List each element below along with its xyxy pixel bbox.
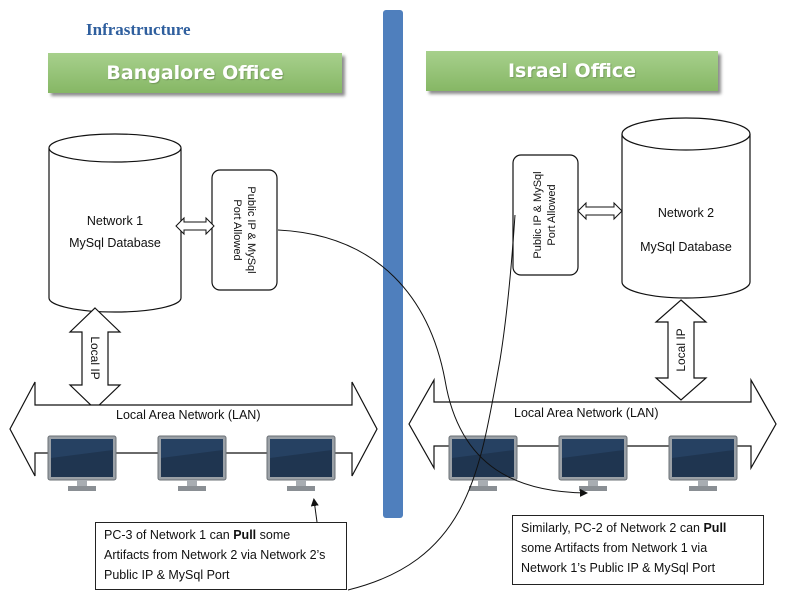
pull-curve-callout-to-network2-port	[347, 214, 516, 591]
network1-db-port-arrow	[175, 216, 215, 236]
network2-database-cylinder	[621, 117, 751, 299]
right-lan-label: Local Area Network (LAN)	[514, 406, 659, 420]
callout-pointer-pc3-network1	[310, 498, 319, 523]
left-lan-label: Local Area Network (LAN)	[116, 408, 261, 422]
pc-1-network1-monitor	[47, 435, 117, 491]
network2-db-name: Network 2	[657, 206, 715, 220]
bangalore-office-banner: Bangalore Office	[48, 53, 342, 93]
callout-left-text-post: some Artifacts from Network 2 via Networ…	[104, 528, 326, 582]
network1-port-label-line1: Public IP & MySql	[245, 186, 257, 274]
office-divider	[383, 10, 403, 518]
network2-db-type: MySql Database	[640, 240, 732, 254]
israel-office-banner: Israel Office	[426, 51, 718, 91]
network2-db-port-arrow	[577, 201, 623, 221]
network1-port-box-label: Public IP & MySql Port Allowed	[230, 186, 258, 273]
pc-2-network1-monitor	[157, 435, 227, 491]
pc-2-network2-monitor	[558, 435, 628, 491]
callout-right-text-pre: Similarly, PC-2 of Network 2 can	[521, 521, 704, 535]
network1-database-cylinder	[48, 133, 182, 313]
callout-left-text-bold: Pull	[233, 528, 257, 542]
network1-port-box	[211, 169, 278, 291]
network2-local-ip-arrow	[654, 299, 708, 401]
network2-local-ip-label: Local IP	[674, 328, 688, 372]
network2-db-label: Network 2 MySql Database	[616, 196, 756, 264]
callout-network1-pull: PC-3 of Network 1 can Pull some Artifact…	[95, 522, 347, 590]
network2-port-label-line1: Public IP & MySql	[532, 171, 544, 259]
network1-db-type: MySql Database	[69, 236, 161, 250]
pc-3-network1-monitor	[266, 435, 336, 491]
network1-db-name: Network 1	[86, 214, 144, 228]
network2-port-box-label: Public IP & MySql Port Allowed	[531, 171, 559, 258]
network1-local-ip-label: Local IP	[88, 336, 102, 380]
callout-right-text-post: some Artifacts from Network 1 via Networ…	[521, 541, 716, 575]
network1-db-label: Network 1 MySql Database	[45, 210, 185, 254]
callout-right-text-bold: Pull	[703, 521, 727, 535]
pull-curve-network1-to-pc2-network2	[277, 229, 588, 497]
pc-3-network2-monitor	[668, 435, 738, 491]
network2-port-label-line2: Port Allowed	[546, 184, 558, 246]
callout-left-text-pre: PC-3 of Network 1 can	[104, 528, 234, 542]
page-title: Infrastructure	[86, 20, 191, 39]
network1-port-label-line2: Port Allowed	[231, 199, 243, 261]
callout-network2-pull: Similarly, PC-2 of Network 2 can Pull so…	[512, 515, 764, 585]
network2-port-box	[512, 154, 579, 276]
